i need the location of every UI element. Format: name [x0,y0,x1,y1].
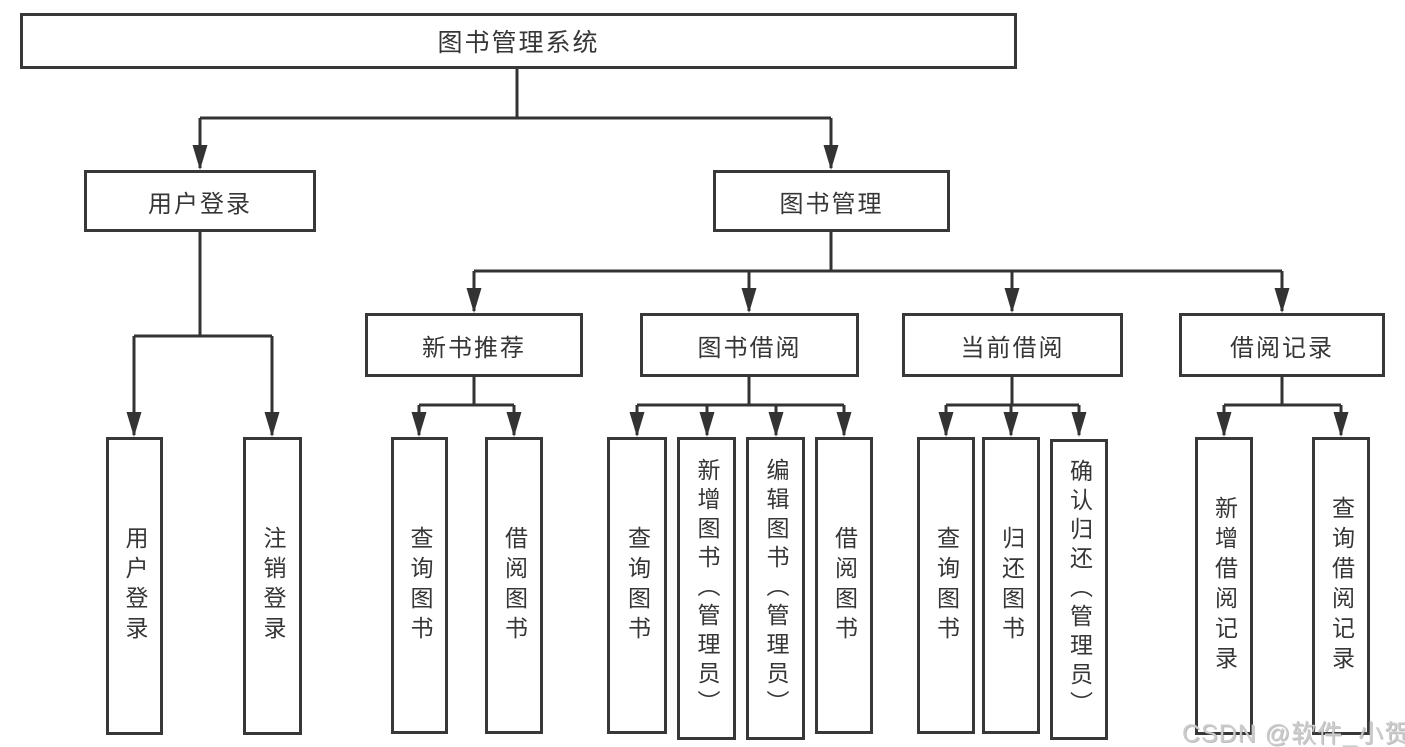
leaf-borrow-edit-books-admin-label: 编辑图书（管理员） [763,458,789,719]
leaf-current-query-books-label: 查询图书 [933,525,960,646]
connector-new-book-to-leaves [417,377,516,435]
leaf-records-add-record: 新增借阅记录 [1195,437,1253,735]
node-book-management-label: 图书管理 [779,190,884,218]
leaf-logout-login-label: 注销登录 [260,526,286,646]
leaf-borrow-query-books-label: 查询图书 [624,525,651,646]
connector-book-mgmt-to-level3 [472,232,1284,311]
node-book-management: 图书管理 [713,170,950,232]
node-user-login: 用户登录 [84,170,316,232]
connector-borrow-records-to-leaves [1222,377,1343,435]
leaf-user-login-label: 用户登录 [122,526,148,646]
connector-book-borrow-to-leaves [635,377,846,435]
leaf-records-query-record-label: 查询借阅记录 [1328,496,1355,676]
leaf-current-query-books: 查询图书 [917,437,975,734]
leaf-borrow-borrow-books: 借阅图书 [815,437,873,734]
leaf-borrow-add-books-admin: 新增图书（管理员） [677,437,736,740]
leaf-current-return-books-label: 归还图书 [998,525,1025,646]
leaf-newrec-query-books: 查询图书 [391,437,448,734]
leaf-borrow-query-books: 查询图书 [607,437,667,734]
node-library-management-system: 图书管理系统 [20,13,1017,69]
node-current-borrowing-label: 当前借阅 [960,334,1065,362]
node-new-book-recommendation-label: 新书推荐 [422,334,526,362]
leaf-user-login: 用户登录 [106,437,163,735]
node-book-borrowing: 图书借阅 [640,313,859,377]
node-new-book-recommendation: 新书推荐 [365,313,583,377]
leaf-newrec-borrow-books: 借阅图书 [485,437,543,734]
leaf-borrow-add-books-admin-label: 新增图书（管理员） [694,458,720,719]
leaf-current-confirm-return-admin-label: 确认归还（管理员） [1066,459,1093,720]
arrowheads [126,145,1349,437]
leaf-newrec-borrow-books-label: 借阅图书 [501,525,528,646]
leaf-current-confirm-return-admin: 确认归还（管理员） [1050,439,1108,740]
node-library-management-system-label: 图书管理系统 [437,29,600,57]
leaf-newrec-query-books-label: 查询图书 [407,525,433,646]
leaf-borrow-edit-books-admin: 编辑图书（管理员） [746,437,805,740]
connector-root-to-level2 [198,68,833,168]
leaf-borrow-borrow-books-label: 借阅图书 [831,525,858,646]
node-borrowing-records: 借阅记录 [1179,313,1385,377]
connector-user-login-to-leaves [132,232,274,435]
node-user-login-label: 用户登录 [148,190,252,218]
node-book-borrowing-label: 图书借阅 [697,334,802,362]
leaf-records-query-record: 查询借阅记录 [1312,437,1370,735]
leaf-records-add-record-label: 新增借阅记录 [1211,496,1238,676]
leaf-logout-login: 注销登录 [243,437,302,735]
node-borrowing-records-label: 借阅记录 [1230,334,1334,362]
leaf-current-return-books: 归还图书 [982,437,1040,734]
node-current-borrowing: 当前借阅 [902,313,1123,377]
csdn-watermark: CSDN @软件_小贺同学 [1182,720,1405,747]
